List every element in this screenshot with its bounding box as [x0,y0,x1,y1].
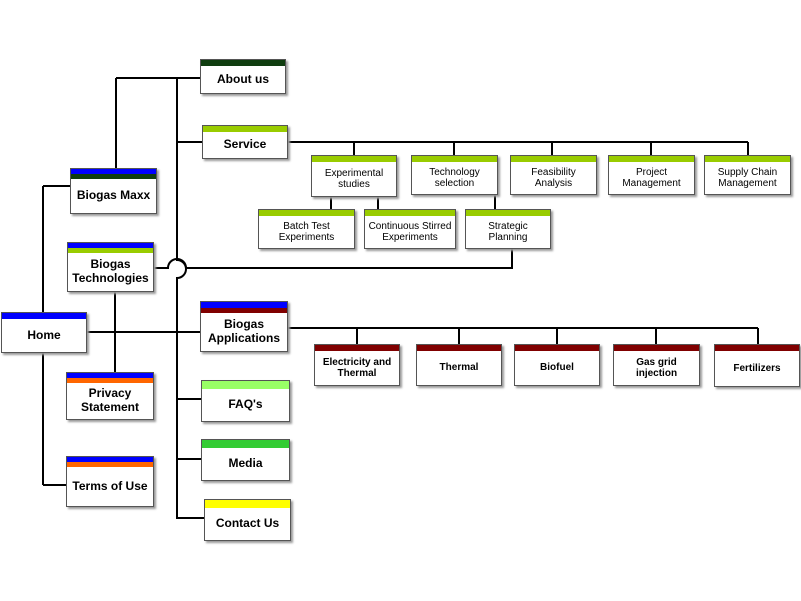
node-color-bar [365,210,455,216]
node-label: Biogas Maxx [76,188,151,203]
node-media[interactable]: Media [201,439,290,481]
node-label: Project Management [622,166,681,190]
node-about-us[interactable]: About us [200,59,286,94]
node-label: Strategic Planning [488,220,528,244]
node-color-bar [715,345,799,351]
node-color-bar [67,378,153,383]
node-color-bar [466,210,550,216]
node-feasibility-analysis[interactable]: Feasibility Analysis [510,155,597,195]
node-color-bar [2,313,86,319]
node-color-bar [417,345,501,351]
node-batch-test-experiments[interactable]: Batch Test Experiments [258,209,355,249]
node-label: Biogas Applications [207,317,280,345]
node-color-bar [312,156,396,162]
node-strategic-planning[interactable]: Strategic Planning [465,209,551,249]
node-color-bar [205,500,290,508]
node-label: Continuous Stirred Experiments [368,220,452,244]
node-color-bar [315,345,399,351]
node-color-bar [71,169,156,174]
node-label: FAQ's [228,397,263,412]
node-faqs[interactable]: FAQ's [201,380,290,422]
node-color-bar [202,381,289,389]
node-color-bar [412,156,497,162]
node-color-bar [201,308,287,313]
node-label: Fertilizers [733,362,781,374]
node-label: Media [228,456,263,471]
node-color-bar [202,440,289,448]
node-label: Technology selection [429,166,480,190]
node-supply-chain-management[interactable]: Supply Chain Management [704,155,791,195]
node-color-bar [67,373,153,378]
node-label: Biogas Technologies [72,257,149,285]
node-project-management[interactable]: Project Management [608,155,695,195]
node-label: Gas grid injection [635,356,678,380]
node-contact-us[interactable]: Contact Us [204,499,291,541]
node-biofuel[interactable]: Biofuel [514,344,600,386]
node-thermal[interactable]: Thermal [416,344,502,386]
node-color-bar [511,156,596,162]
node-label: Feasibility Analysis [531,166,576,190]
node-biogas-applications[interactable]: Biogas Applications [200,301,288,352]
node-color-bar [71,174,156,179]
node-biogas-maxx[interactable]: Biogas Maxx [70,168,157,214]
node-label: Contact Us [215,516,280,531]
node-service[interactable]: Service [202,125,288,159]
node-color-bar [201,60,285,66]
node-home[interactable]: Home [1,312,87,353]
node-label: Service [223,137,267,152]
node-label: Home [27,327,61,342]
node-color-bar [203,126,287,132]
node-color-bar [259,210,354,216]
node-label: Terms of Use [72,478,148,493]
node-terms-of-use[interactable]: Terms of Use [66,456,154,507]
node-color-bar [609,156,694,162]
node-biogas-technologies[interactable]: Biogas Technologies [67,242,154,292]
node-gas-grid-injection[interactable]: Gas grid injection [613,344,700,386]
node-label: Supply Chain Management [717,166,778,190]
node-color-bar [515,345,599,351]
node-electricity-and-thermal[interactable]: Electricity and Thermal [314,344,400,386]
connector-line [176,78,204,519]
node-color-bar [67,457,153,462]
node-label: Biofuel [540,362,574,374]
node-privacy-statement[interactable]: Privacy Statement [66,372,154,420]
node-label: Experimental studies [324,167,384,191]
node-fertilizers[interactable]: Fertilizers [714,344,800,387]
node-continuous-stirred-experiments[interactable]: Continuous Stirred Experiments [364,209,456,249]
node-color-bar [614,345,699,351]
node-label: Privacy Statement [80,386,139,414]
connector-line [154,249,513,269]
node-color-bar [201,302,287,308]
node-color-bar [68,243,153,248]
node-label: Thermal [439,362,479,374]
node-label: Batch Test Experiments [278,220,335,244]
node-label: Electricity and Thermal [322,356,392,380]
node-color-bar [67,462,153,467]
node-experimental-studies[interactable]: Experimental studies [311,155,397,197]
node-color-bar [68,248,153,253]
node-label: About us [217,71,269,86]
node-color-bar [705,156,790,162]
node-technology-selection[interactable]: Technology selection [411,155,498,195]
